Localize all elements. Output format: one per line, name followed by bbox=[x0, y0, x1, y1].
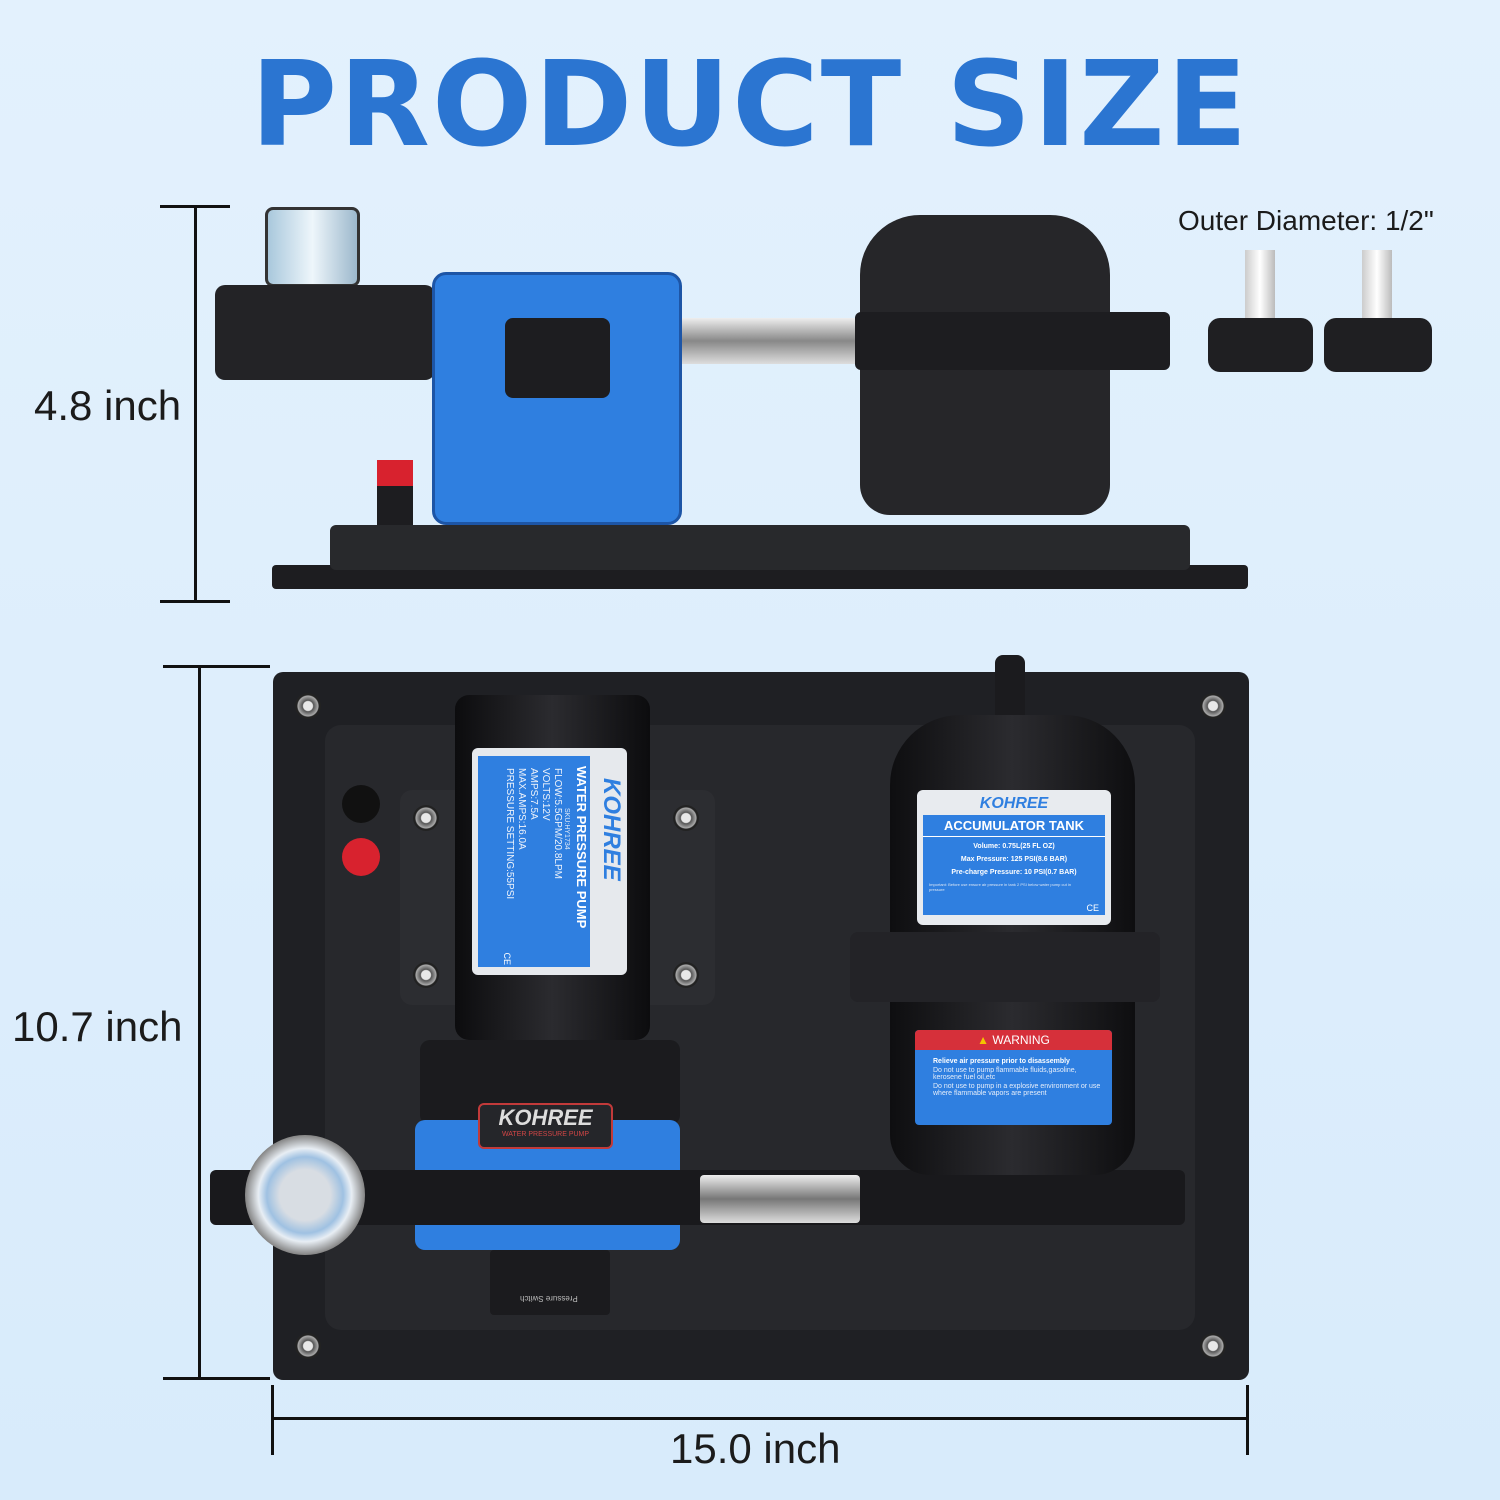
tank-volume: Volume: 0.75L(25 FL OZ) bbox=[973, 843, 1055, 850]
screw-icon bbox=[1200, 1333, 1226, 1359]
warning-line: Do not use to pump flammable fluids,gaso… bbox=[933, 1067, 1077, 1081]
dimension-tick bbox=[160, 600, 230, 603]
black-terminal bbox=[342, 785, 380, 823]
pump-badge-brand: KOHREE bbox=[498, 1105, 593, 1130]
hose-fitting-nut bbox=[1208, 318, 1313, 372]
warning-header: ▲ WARNING bbox=[915, 1030, 1112, 1050]
pump-switch bbox=[505, 318, 610, 398]
screw-icon bbox=[413, 962, 439, 988]
tank-label-title: ACCUMULATOR TANK bbox=[923, 815, 1105, 837]
dimension-line-top bbox=[194, 207, 197, 602]
pump-label-spec: SKU:HY1734 bbox=[563, 808, 570, 850]
screw-icon bbox=[673, 962, 699, 988]
pump-label-rotated: KOHREE WATER PRESSURE PUMP SKU:HY1734 FL… bbox=[472, 748, 627, 975]
pump-label: KOHREE WATER PRESSURE PUMP SKU:HY1734 FL… bbox=[472, 748, 627, 975]
tank-max-pressure: Max Pressure: 125 PSI(8.6 BAR) bbox=[960, 856, 1068, 863]
height-front-label: 10.7 inch bbox=[12, 1003, 183, 1050]
pump-label-title: WATER PRESSURE PUMP bbox=[574, 766, 589, 929]
screw-icon bbox=[295, 693, 321, 719]
dimension-tick bbox=[160, 205, 230, 208]
hose-fitting bbox=[1362, 250, 1392, 320]
page-title: PRODUCT SIZE bbox=[250, 35, 1250, 173]
pump-label-spec: MAX.AMPS:16.0A bbox=[516, 768, 527, 850]
pump-head-top bbox=[432, 272, 682, 525]
tank-precharge: Pre-charge Pressure: 10 PSI(0.7 BAR) bbox=[951, 869, 1077, 876]
connector-pipe bbox=[682, 318, 862, 364]
base-plate-upper bbox=[330, 525, 1190, 570]
red-terminal bbox=[377, 460, 413, 525]
tank-bracket bbox=[850, 932, 1160, 1002]
screw-icon bbox=[295, 1333, 321, 1359]
hose-fitting bbox=[1245, 250, 1275, 320]
tank-important: Important: Before use ensure air pressur… bbox=[929, 882, 1072, 892]
dimension-tick bbox=[271, 1385, 274, 1455]
pump-label-spec: AMPS:7.5A bbox=[528, 768, 539, 820]
pump-badge: KOHREE WATER PRESSURE PUMP bbox=[478, 1103, 613, 1149]
pump-label-blue bbox=[478, 756, 590, 967]
tank-label-brand: KOHREE bbox=[979, 795, 1049, 812]
dimension-tick bbox=[163, 1377, 270, 1380]
screw-icon bbox=[413, 805, 439, 831]
width-label: 15.0 inch bbox=[670, 1425, 841, 1472]
red-terminal bbox=[342, 838, 380, 876]
pump-label-spec: VOLTS:12V bbox=[540, 768, 551, 821]
height-top-label: 4.8 inch bbox=[34, 382, 182, 429]
hose-fitting-nut bbox=[1324, 318, 1432, 372]
warning-line: Relieve air pressure prior to disassembl… bbox=[933, 1058, 1070, 1065]
warning-line: Do not use to pump in a explosive enviro… bbox=[933, 1083, 1101, 1097]
warning-triangle-icon: ▲ bbox=[977, 1033, 989, 1047]
pump-label-brand: KOHREE bbox=[598, 778, 625, 881]
warning-label: ▲ WARNING Relieve air pressure prior to … bbox=[915, 1030, 1112, 1125]
ce-mark: CE bbox=[1086, 903, 1099, 913]
inlet-strainer bbox=[245, 1135, 365, 1255]
tank-label: KOHREE ACCUMULATOR TANK Volume: 0.75L(25… bbox=[917, 790, 1111, 925]
dimension-line-width bbox=[272, 1417, 1248, 1420]
pipe bbox=[210, 1170, 1185, 1225]
ce-mark: CE bbox=[502, 952, 512, 965]
inlet-filter bbox=[265, 207, 360, 287]
connector-hose bbox=[700, 1175, 860, 1223]
outer-diameter-label: Outer Diameter: 1/2" bbox=[1178, 205, 1434, 236]
filter-body bbox=[215, 285, 435, 380]
dimension-tick bbox=[163, 665, 270, 668]
pump-label-spec: FLOW:5.5GPM/20.8LPM bbox=[552, 768, 563, 879]
pump-badge-subtitle: WATER PRESSURE PUMP bbox=[501, 1131, 590, 1138]
tank-label-panel: ACCUMULATOR TANK Volume: 0.75L(25 FL OZ)… bbox=[923, 815, 1105, 915]
pressure-switch: Pressure Switch bbox=[490, 1250, 610, 1315]
tank-pipe bbox=[855, 312, 1170, 370]
pressure-switch-label: Pressure Switch bbox=[520, 1294, 578, 1303]
dimension-line-front bbox=[198, 666, 201, 1378]
warning-title: WARNING bbox=[992, 1033, 1050, 1047]
pump-label-spec: PRESSURE SETTING:55PSI bbox=[504, 768, 515, 900]
screw-icon bbox=[1200, 693, 1226, 719]
dimension-tick bbox=[1246, 1385, 1249, 1455]
screw-icon bbox=[673, 805, 699, 831]
